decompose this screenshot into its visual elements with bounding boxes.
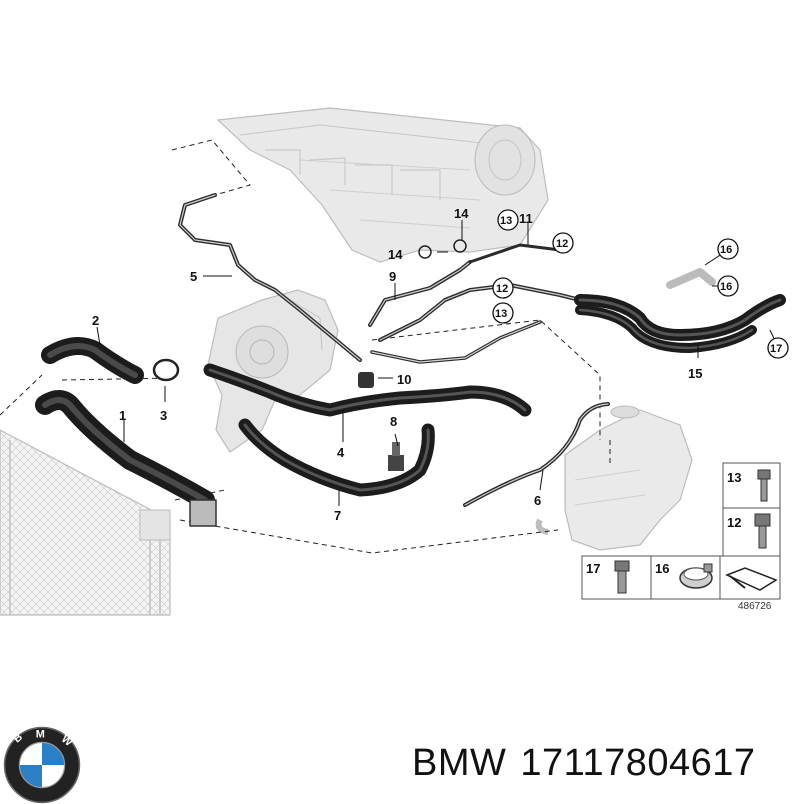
legend-13: 13 xyxy=(727,470,741,485)
brand-name: BMW xyxy=(412,742,507,784)
callout-16-lower: 16 xyxy=(720,281,732,293)
callout-2: 2 xyxy=(92,313,99,328)
radiator xyxy=(0,429,171,616)
callout-4: 4 xyxy=(337,445,345,460)
hardware-legend: 13 12 17 16 486726 xyxy=(581,462,781,612)
callout-7: 7 xyxy=(334,508,341,523)
bolt-17-icon xyxy=(614,560,630,594)
water-pump-housing xyxy=(207,289,339,453)
hoses xyxy=(35,193,786,527)
callout-6: 6 xyxy=(534,493,541,508)
callout-labels: 2 1 3 5 4 7 8 10 9 14 14 11 6 15 13 12 1… xyxy=(92,206,789,523)
diagram-number: 486726 xyxy=(738,601,772,612)
bolt-13-icon xyxy=(757,469,771,502)
grommet xyxy=(358,372,374,388)
callout-15: 15 xyxy=(688,366,702,381)
callout-9: 9 xyxy=(389,269,396,284)
callout-17: 17 xyxy=(770,343,782,355)
svg-text:M: M xyxy=(36,729,45,741)
bmw-logo: B M W xyxy=(3,726,81,804)
callout-8: 8 xyxy=(390,414,397,429)
arrow-symbol-icon xyxy=(725,567,778,591)
part-number: 17117804617 xyxy=(520,742,756,784)
callout-11: 11 xyxy=(519,211,533,226)
expansion-tank xyxy=(535,405,693,551)
part-caption: BMW 17117804617 xyxy=(412,742,756,785)
callout-12-upper: 12 xyxy=(556,238,568,250)
callout-13-upper: 13 xyxy=(500,215,512,227)
bolt-12-icon xyxy=(754,513,771,549)
callout-16-upper: 16 xyxy=(720,244,732,256)
bleed-screw xyxy=(388,442,404,471)
callout-3: 3 xyxy=(160,408,167,423)
hose-clamp-16-icon xyxy=(679,563,713,589)
callout-5: 5 xyxy=(190,269,197,284)
callout-14-lower: 14 xyxy=(388,247,403,262)
callout-14-upper: 14 xyxy=(454,206,469,221)
callout-1: 1 xyxy=(119,408,126,423)
legend-12: 12 xyxy=(727,515,741,530)
callout-12-lower: 12 xyxy=(496,283,508,295)
callout-13-lower: 13 xyxy=(495,308,507,320)
legend-17: 17 xyxy=(586,561,600,576)
cylinder-head xyxy=(216,107,549,263)
callout-10: 10 xyxy=(397,372,411,387)
dashed-outline xyxy=(0,139,611,554)
legend-16: 16 xyxy=(655,561,669,576)
